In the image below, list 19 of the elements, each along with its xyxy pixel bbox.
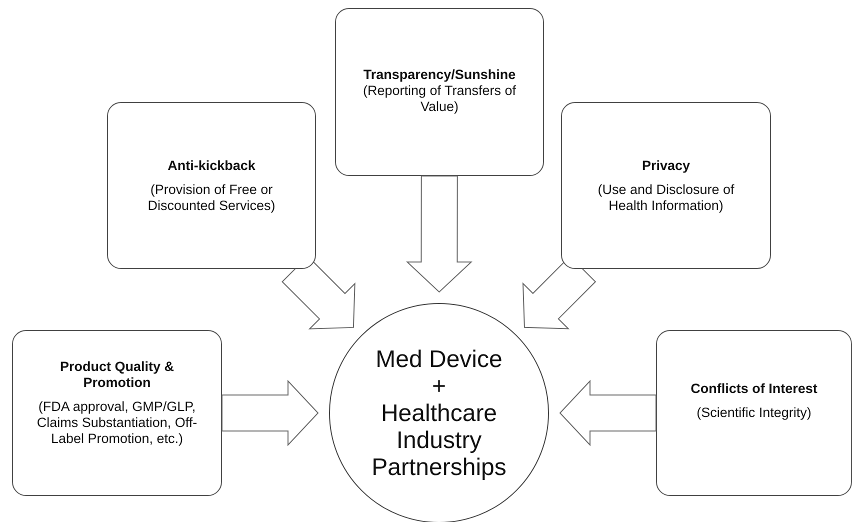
topic-box [656, 330, 852, 496]
block-arrow [406, 175, 472, 293]
topic-heading: Privacy [642, 158, 690, 174]
topic-description: (FDA approval, GMP/GLP, Claims Substantiation, Off-Label Promotion, etc.) [36, 399, 198, 447]
topic-box [561, 102, 771, 269]
block-arrow [559, 380, 656, 446]
block-arrow [222, 380, 319, 446]
topic-box [107, 102, 316, 269]
topic-description: (Reporting of Transfers of Value) [362, 83, 518, 115]
topic-box [12, 330, 222, 496]
topic-heading: Anti-kickback [168, 158, 256, 174]
topic-box [335, 8, 544, 176]
hub-label: Med Device + Healthcare Industry Partnerships [370, 346, 508, 480]
topic-description: (Provision of Free or Discounted Services) [146, 182, 276, 214]
topic-heading: Product Quality & Promotion [58, 359, 175, 391]
topic-heading: Conflicts of Interest [690, 381, 818, 397]
topic-description: (Use and Disclosure of Health Information) [596, 182, 736, 214]
topic-heading: Transparency/Sunshine [363, 67, 516, 83]
topic-description: (Scientific Integrity) [696, 405, 812, 421]
